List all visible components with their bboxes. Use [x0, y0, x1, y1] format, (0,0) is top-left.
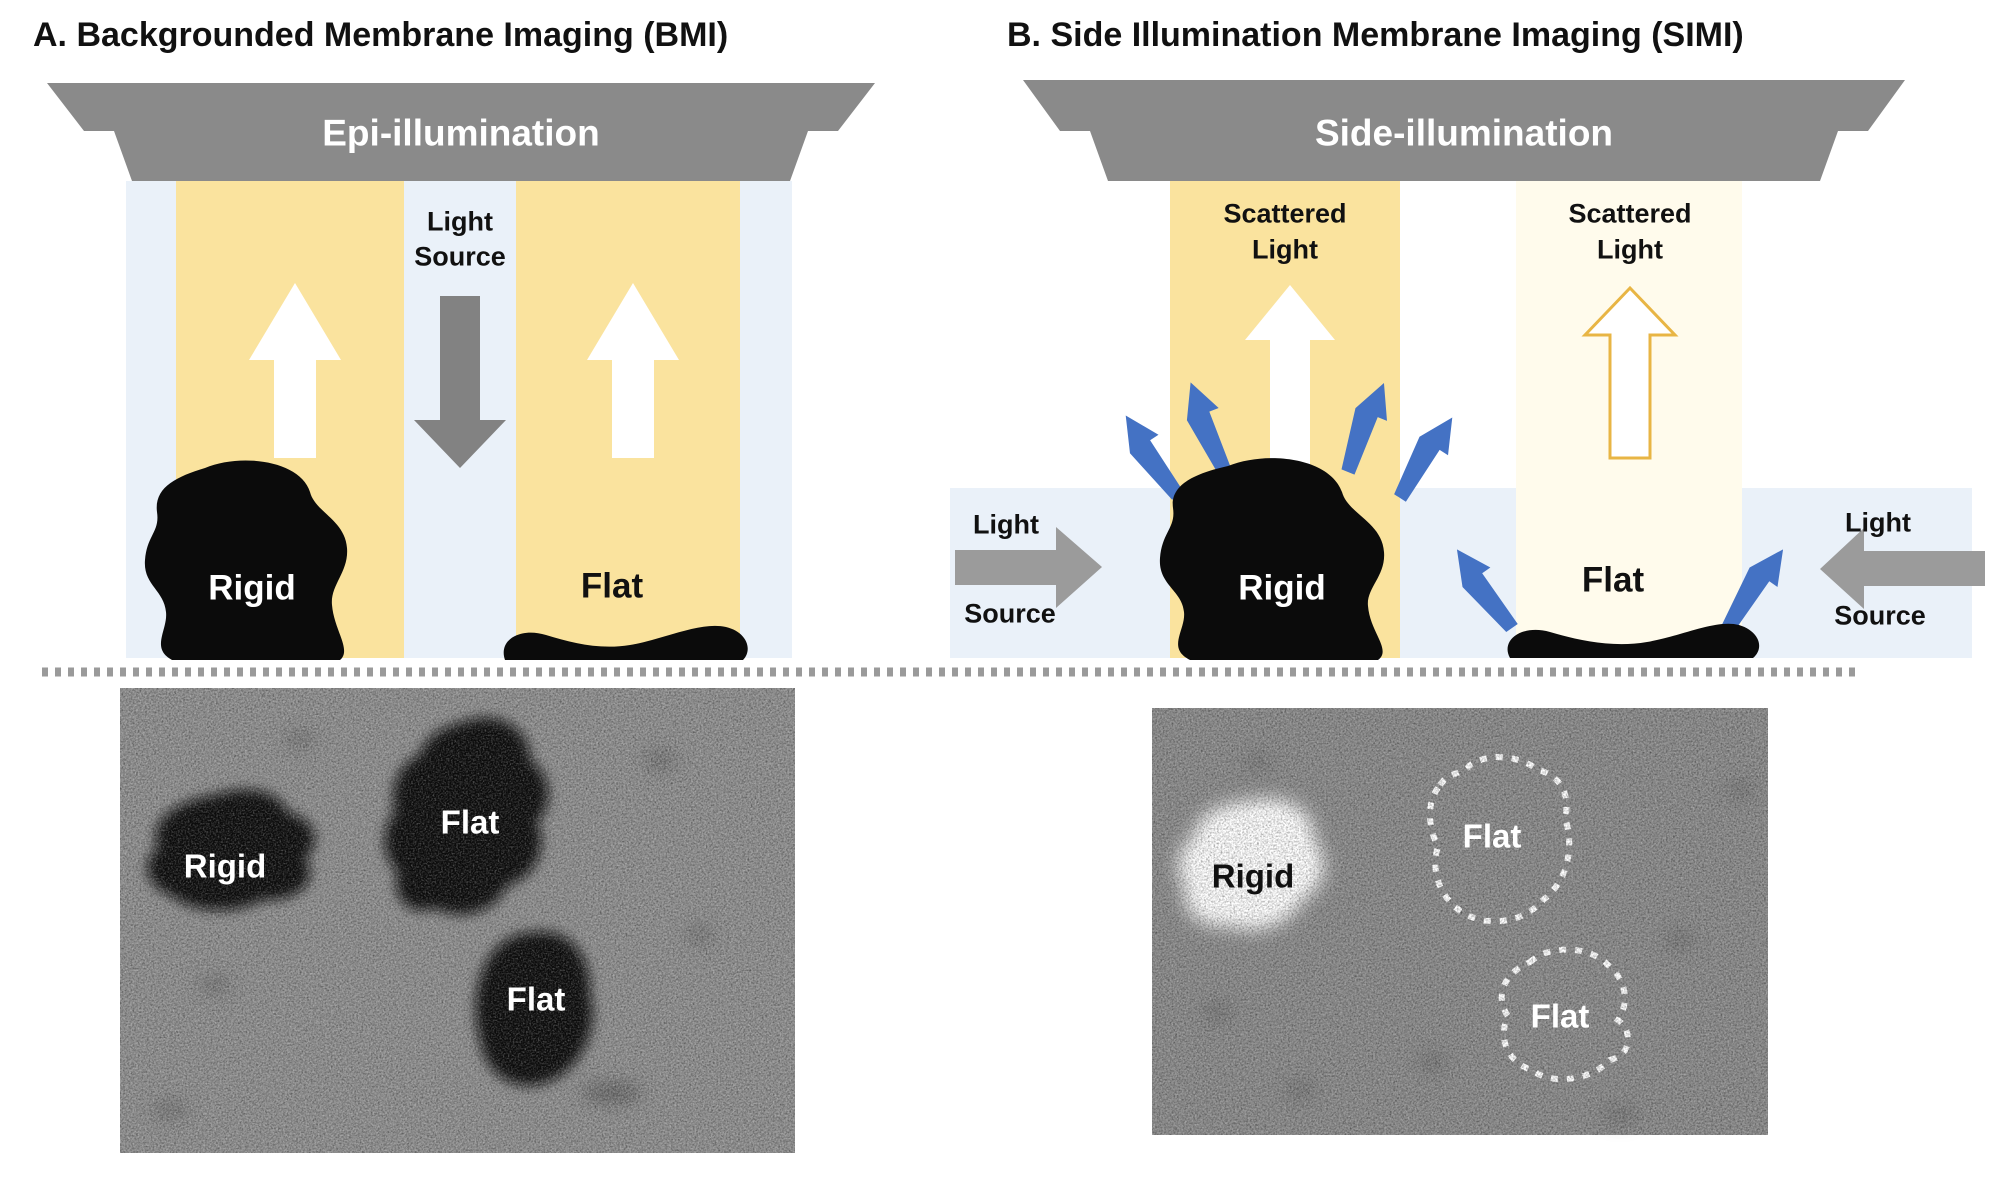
scatter-arrow-icon [1722, 549, 1784, 633]
micrograph-a-flat-upper-label: Flat [440, 803, 500, 841]
rigid-diagram-a-label: Rigid [208, 568, 296, 608]
micrograph-a-grain-light [120, 688, 795, 1153]
flat-particle-b [1507, 623, 1760, 658]
panel-b-title: B. Side Illumination Membrane Imaging (S… [1007, 16, 1744, 54]
scattered-light-right-label-line1: Scattered [1568, 198, 1692, 229]
scattered-light-right-label-line2: Light [1597, 234, 1663, 265]
rigid-diagram-b-label: Rigid [1238, 568, 1326, 608]
micrograph-b-grain-light [1152, 708, 1768, 1135]
scatter-arrow-icon [1394, 417, 1453, 502]
light-source-down-arrow-icon [414, 296, 506, 468]
diagram-b [822, 80, 1985, 677]
micrograph-a-flat-lower-label: Flat [506, 980, 566, 1018]
light-source-b-right-label-line1: Light [1845, 507, 1911, 538]
micrograph-a [120, 688, 795, 1153]
micrograph-b-flat-lower-label: Flat [1530, 997, 1590, 1035]
side-illumination-label: Side-illumination [1314, 112, 1614, 154]
epi-illumination-housing [47, 83, 875, 181]
scatter-arrow-icon [1186, 382, 1232, 475]
scatter-arrow-icon [1125, 415, 1184, 500]
scatter-arrow-icon [1456, 549, 1518, 633]
scatter-arrows [1125, 382, 1784, 633]
panel-a-title: A. Backgrounded Membrane Imaging (BMI) [33, 16, 729, 54]
rigid-particle-a [144, 460, 348, 660]
epi-illumination-label: Epi-illumination [322, 112, 600, 154]
flat-diagram-a-label: Flat [580, 566, 644, 606]
scatter-arrow-icon [1341, 382, 1387, 475]
micrograph-a-rigid-label: Rigid [183, 847, 267, 885]
scattered-light-arrow-strong-icon [1245, 285, 1335, 508]
flat-diagram-b-label: Flat [1581, 560, 1645, 600]
light-source-a-label-line2: Source [414, 241, 506, 272]
scattered-light-left-label-line1: Scattered [1223, 198, 1347, 229]
micrograph-b-flat-upper-label: Flat [1462, 817, 1522, 855]
rigid-particle-b [1159, 458, 1385, 660]
light-source-b-left-label-line1: Light [973, 509, 1039, 540]
side-illumination-housing [1023, 80, 1905, 181]
light-source-b-left-label-line2: Source [964, 598, 1056, 629]
reflected-light-arrow-right-icon [587, 283, 679, 458]
flat-particle-a [503, 625, 748, 660]
micrograph-b-rigid-label: Rigid [1211, 857, 1295, 895]
micrograph-b [1152, 708, 1768, 1135]
reflected-light-arrow-left-icon [249, 283, 341, 458]
scattered-light-arrow-weak-icon [1581, 285, 1679, 460]
light-source-b-right-label-line2: Source [1834, 600, 1926, 631]
light-source-right-arrow-icon [955, 527, 1102, 608]
diagram-a [42, 83, 877, 677]
scattered-light-left-label-line2: Light [1252, 234, 1318, 265]
light-source-a-label-line1: Light [427, 206, 493, 237]
light-source-left-arrow-icon [1820, 528, 1985, 609]
